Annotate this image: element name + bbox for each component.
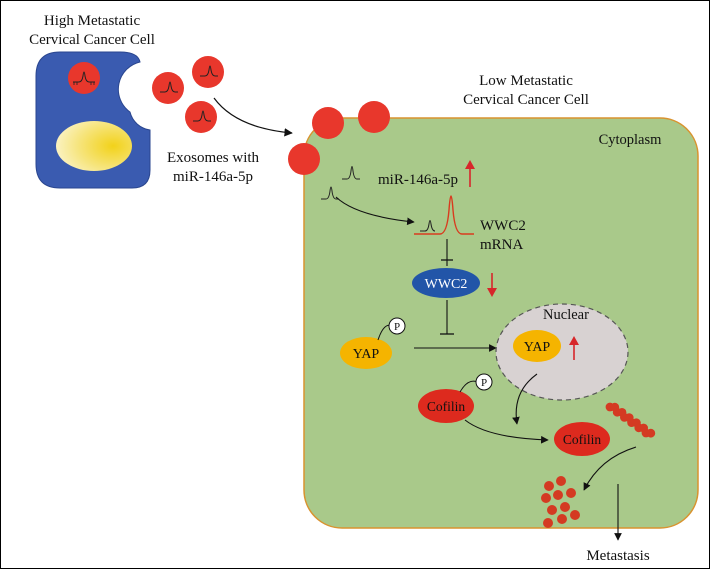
wwc2-mrna-label-line2: mRNA — [480, 237, 524, 253]
high-cell-title-line2: Cervical Cancer Cell — [29, 32, 155, 48]
exosome-transfer-arrow — [213, 97, 293, 137]
yap-cytoplasmic-label: YAP — [353, 347, 380, 362]
low-cell-title-line2: Cervical Cancer Cell — [463, 92, 589, 108]
actin-fragment — [547, 505, 557, 515]
dephosphorylation-arrow — [464, 419, 549, 444]
exosome-label-line2: miR-146a-5p — [173, 169, 253, 185]
exosome — [152, 72, 184, 104]
yap-effect-arrow — [512, 373, 538, 425]
actin-fragment — [570, 510, 580, 520]
exosome — [288, 143, 320, 175]
exosome-label-line1: Exosomes with — [167, 150, 260, 166]
mirna-icon-ticks — [73, 82, 95, 85]
low-metastatic-cell — [303, 117, 699, 529]
actin-fragment — [553, 490, 563, 500]
yap-nuclear-label: YAP — [524, 340, 551, 355]
exosome — [358, 101, 390, 133]
actin-filament — [605, 402, 656, 438]
wwc2-protein — [412, 268, 480, 298]
yap-up-indicator — [569, 336, 579, 360]
intracellular-exosome — [68, 62, 100, 94]
cytoplasm-label: Cytoplasm — [599, 132, 663, 148]
wwc2-mrna-label-line1: WWC2 — [480, 218, 526, 234]
high-cell-title-line1: High Metastatic — [44, 13, 141, 29]
actin-bead — [646, 428, 656, 438]
wwc2-down-indicator — [487, 273, 497, 297]
secreted-exosomes — [152, 56, 224, 133]
phospho-group-icon — [475, 373, 493, 391]
yap-phospho-label: P — [394, 321, 400, 333]
cofilin-phospho-label: Cofilin — [427, 399, 466, 414]
metastasis-label: Metastasis — [586, 548, 649, 564]
actin-fragment — [544, 481, 554, 491]
mirna-icon — [193, 110, 211, 122]
mirna-icon — [342, 166, 360, 180]
cofilin-active — [554, 422, 610, 456]
mirna-icon — [73, 71, 95, 83]
actin-severing-arrow — [583, 446, 637, 491]
high-metastatic-cell — [35, 51, 151, 189]
cytoplasmic-mirna — [321, 166, 360, 200]
exosome — [192, 56, 224, 88]
yap-cytoplasmic — [340, 337, 392, 369]
mirna-up-indicator — [465, 160, 475, 187]
cofilin-active-label: Cofilin — [563, 432, 602, 447]
cofilin-phosphorylated — [418, 389, 474, 423]
actin-fragment — [541, 493, 551, 503]
exosome — [312, 107, 344, 139]
nucleus — [495, 303, 629, 401]
nucleus-label: Nuclear — [543, 307, 589, 323]
actin-fragment — [560, 502, 570, 512]
phospho-group-icon — [388, 317, 406, 335]
high-cell-nucleus — [56, 121, 132, 171]
actin-fragment — [557, 514, 567, 524]
mirna-to-mrna-arrow — [335, 196, 415, 226]
exosome — [185, 101, 217, 133]
wwc2-protein-label: WWC2 — [425, 277, 468, 292]
mirna-icon — [160, 81, 178, 93]
actin-fragment — [543, 518, 553, 528]
low-cell-title-line1: Low Metastatic — [479, 73, 573, 89]
mirna-label: miR-146a-5p — [378, 172, 458, 188]
cofilin-phospho-p-label: P — [481, 377, 487, 389]
actin-fragments — [541, 476, 580, 528]
yap-nuclear — [513, 330, 561, 362]
wwc2-mrna-curve — [414, 195, 474, 235]
mirna-icon — [200, 65, 218, 77]
mirna-icon — [321, 186, 339, 200]
bound-mirna-icon — [420, 220, 436, 232]
actin-fragment — [556, 476, 566, 486]
actin-fragment — [566, 488, 576, 498]
